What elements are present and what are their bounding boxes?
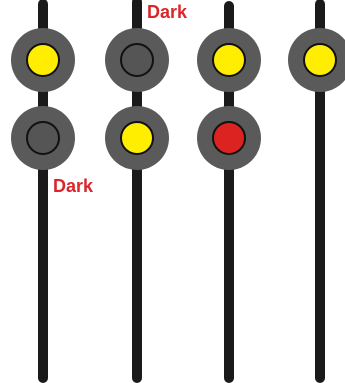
signal-2-lamp-2-yellow: [120, 121, 154, 155]
signal-2-lamp-1-dark: [120, 43, 154, 77]
signal-4-lamp-1-yellow: [303, 43, 337, 77]
signal-2: [105, 0, 169, 383]
signal-4: [288, 0, 345, 383]
dark-label-top: Dark: [147, 2, 188, 22]
signal-3-lamp-2-red: [212, 121, 246, 155]
signal-3: [197, 1, 261, 383]
signal-1: [11, 0, 75, 383]
signal-1-lamp-2-dark: [26, 121, 60, 155]
signal-3-lamp-1-yellow: [212, 43, 246, 77]
dark-label-bottom: Dark: [53, 176, 94, 196]
signal-1-lamp-1-yellow: [26, 43, 60, 77]
